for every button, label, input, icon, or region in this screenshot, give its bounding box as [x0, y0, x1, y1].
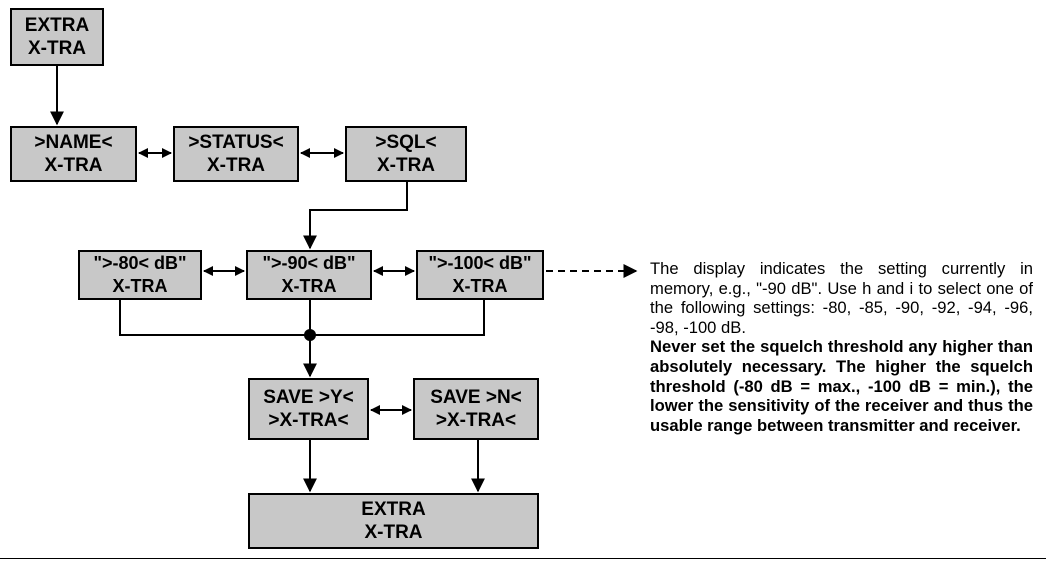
box-line: EXTRA: [24, 15, 90, 36]
box-sql: >SQL< X-TRA: [345, 126, 467, 182]
box-save-n: SAVE >N< >X-TRA<: [413, 378, 539, 440]
box-line: X-TRA: [206, 155, 266, 176]
box-line: ">-90< dB": [262, 253, 356, 273]
box-line: >NAME<: [34, 132, 113, 153]
box-line: >X-TRA<: [435, 410, 517, 431]
box-line: >STATUS<: [188, 132, 284, 153]
box-line: SAVE >N<: [430, 387, 522, 408]
box-save-y: SAVE >Y< >X-TRA<: [248, 378, 369, 440]
box-db100: ">-100< dB" X-TRA: [416, 250, 544, 300]
bottom-rule: [0, 558, 1046, 559]
box-line: X-TRA: [44, 155, 103, 176]
description: The display indicates the setting curren…: [650, 259, 1033, 435]
box-line: X-TRA: [281, 276, 337, 296]
box-extra-bottom: EXTRA X-TRA: [248, 493, 539, 549]
box-db90: ">-90< dB" X-TRA: [246, 250, 372, 300]
merge-line: [119, 300, 485, 336]
box-line: >SQL<: [375, 132, 437, 153]
box-db80: ">-80< dB" X-TRA: [78, 250, 202, 300]
box-line: EXTRA: [361, 499, 426, 520]
box-line: ">-100< dB": [428, 253, 532, 273]
box-line: X-TRA: [112, 276, 168, 296]
box-line: X-TRA: [452, 276, 508, 296]
arrow-sql-to-db90: [303, 182, 408, 250]
description-warning: Never set the squelch threshold any high…: [650, 337, 1033, 435]
description-normal: The display indicates the setting curren…: [650, 259, 1033, 337]
box-line: SAVE >Y<: [263, 387, 354, 408]
box-line: X-TRA: [376, 155, 436, 176]
box-line: X-TRA: [364, 522, 423, 543]
box-extra-top: EXTRA X-TRA: [10, 8, 104, 66]
box-line: >X-TRA<: [268, 410, 349, 431]
box-line: ">-80< dB": [93, 253, 187, 273]
box-status: >STATUS< X-TRA: [173, 126, 299, 182]
box-line: X-TRA: [27, 38, 87, 59]
box-name: >NAME< X-TRA: [10, 126, 137, 182]
